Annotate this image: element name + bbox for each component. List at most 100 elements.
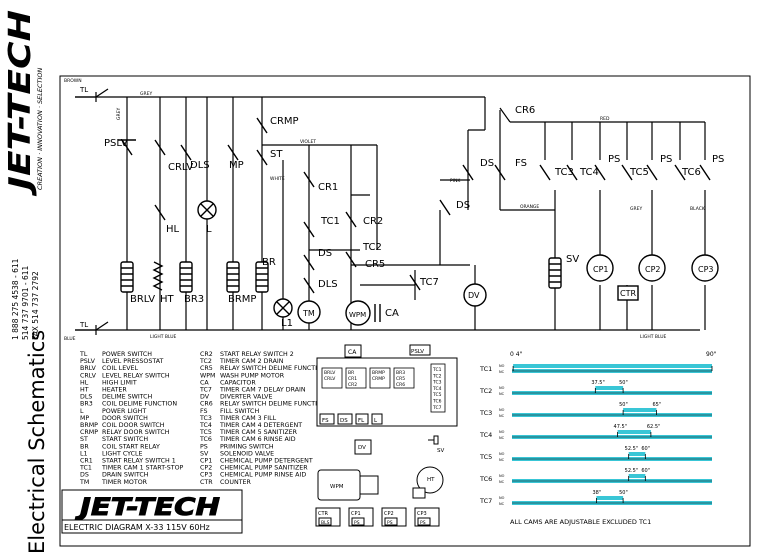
relay-label: CR5 — [396, 376, 405, 382]
label-mp: MP — [229, 160, 244, 171]
wire-grey-2: GREY — [630, 206, 642, 212]
legend-description: TIMER CAM 6 RINSE AID — [219, 436, 296, 443]
legend-description: START SWITCH — [102, 436, 148, 443]
legend-description: FILL SWITCH — [220, 408, 259, 415]
wire-violet: VIOLET — [300, 139, 316, 145]
legend-code: TC5 — [199, 429, 212, 436]
legend-code: CR2 — [200, 351, 213, 358]
jettech-logo: JET-TECH — [3, 10, 38, 196]
label-l: L — [206, 224, 212, 235]
legend-description: TIMER CAM 4 DETERGENT — [219, 422, 302, 429]
label-tc3: TC3 — [554, 167, 574, 178]
label-ps-3: PS — [712, 154, 724, 165]
legend-code: CR5 — [200, 365, 213, 372]
timing-value-label: 50" — [619, 380, 628, 386]
sidebar: JET-TECH CREATION · INNOVATION · SELECTI… — [3, 10, 49, 554]
wire-orange: ORANGE — [520, 204, 539, 210]
diagram-title: ELECTRIC DIAGRAM X-33 115V 60Hz — [64, 523, 210, 532]
timing-no: NC — [499, 436, 505, 440]
timing-cam-label: TC4 — [479, 431, 492, 439]
label-tc4: TC4 — [579, 167, 599, 178]
footer: JET-TECH ELECTRIC DIAGRAM X-33 115V 60Hz — [61, 489, 243, 534]
label-tc2: TC2 — [362, 242, 382, 253]
relay-label: BR — [348, 370, 354, 376]
legend-code: CP3 — [200, 472, 212, 479]
relay-label: BRMP — [372, 370, 385, 376]
tc-stack-label: TC3 — [432, 380, 442, 386]
relay-label: CRLV — [324, 376, 336, 382]
label-st: ST — [270, 149, 283, 160]
legend-code: L1 — [80, 450, 88, 457]
wire-brown: BROWN — [64, 78, 82, 84]
legend-code: TC1 — [79, 465, 92, 472]
legend-description: TIMER CAM 5 SANITIZER — [219, 429, 298, 436]
timing-cam-label: TC5 — [479, 453, 492, 461]
label-cr1: CR1 — [318, 182, 338, 193]
legend-code: MP — [80, 415, 89, 422]
label-ps-1: PS — [608, 154, 620, 165]
label-br3: BR3 — [184, 294, 204, 305]
legend-code: TC2 — [199, 358, 212, 365]
timing-no: NC — [499, 458, 505, 462]
legend-description: COIL DELIME FUNCTION — [102, 401, 177, 408]
tc-stack-label: TC2 — [432, 373, 442, 379]
relay-label: CR1 — [348, 376, 357, 382]
legend-description: TIMER CAM 1 START-STOP — [101, 465, 184, 472]
legend-code: TC3 — [199, 415, 212, 422]
timing-no: NC — [499, 370, 505, 374]
label-cp2: CP2 — [645, 265, 661, 274]
board-fs: FS — [322, 418, 329, 424]
label-sv: SV — [566, 254, 579, 265]
legend-code: CP1 — [200, 458, 212, 465]
wash-pump-motor — [345, 300, 371, 326]
label-ds-2: DS — [456, 200, 470, 211]
timing-cam-label: TC6 — [479, 475, 492, 483]
legend-code: CR1 — [80, 458, 93, 465]
label-ht: HT — [160, 294, 175, 305]
label-cp3: CP3 — [698, 265, 714, 274]
label-dv: DV — [468, 291, 480, 300]
legend-description: HEATER — [102, 387, 127, 394]
board-bottom-label: CP1 — [351, 511, 361, 517]
timing-nc: NO — [499, 474, 505, 478]
label-tc1: TC1 — [320, 216, 340, 227]
coil-symbols — [120, 257, 562, 293]
label-ds-1: DS — [318, 248, 332, 259]
timing-cam-label: TC3 — [479, 409, 492, 417]
legend-code: ST — [80, 436, 88, 443]
legend-description: COIL START RELAY — [102, 443, 160, 450]
label-ca: CA — [385, 308, 399, 319]
tc-stack-label: TC4 — [432, 386, 442, 392]
timing-value-label: 38" — [592, 490, 601, 496]
relay-module — [369, 367, 391, 389]
label-tm: TM — [302, 309, 315, 318]
label-tc7: TC7 — [419, 277, 439, 288]
legend-code: PSLV — [80, 358, 96, 365]
legend-code: DS — [80, 472, 89, 479]
legend-code: CTR — [200, 479, 213, 486]
board-dv: DV — [358, 445, 366, 451]
legend-description: RELAY SWITCH DELIME FUNCTION — [220, 401, 327, 408]
wire-grey-top: GREY — [140, 91, 152, 97]
legend-code: DLS — [80, 394, 92, 401]
legend-code: SV — [200, 450, 209, 457]
label-pslv: PSLV — [104, 138, 128, 149]
legend-description: START RELAY SWITCH 1 — [102, 458, 176, 465]
timing-end: 90" — [706, 351, 717, 358]
tc-stack-label: TC7 — [432, 405, 442, 411]
timing-value-label: 47.5" — [614, 424, 627, 430]
label-brlv: BRLV — [130, 294, 155, 305]
board-wpm: WPM — [330, 484, 344, 490]
legend-code: BR — [80, 443, 89, 450]
board-sv: SV — [437, 448, 444, 454]
timing-no: NC — [499, 392, 505, 396]
legend-code: TL — [79, 351, 88, 358]
board-ca: CA — [348, 349, 357, 356]
timing-nc: NO — [499, 364, 505, 368]
legend-description: DELIME SWITCH — [102, 394, 153, 401]
timing-cam-label: TC7 — [479, 497, 492, 505]
legend-code: TC7 — [199, 387, 212, 394]
legend-code: PS — [200, 443, 208, 450]
legend-code: TC4 — [199, 422, 212, 429]
